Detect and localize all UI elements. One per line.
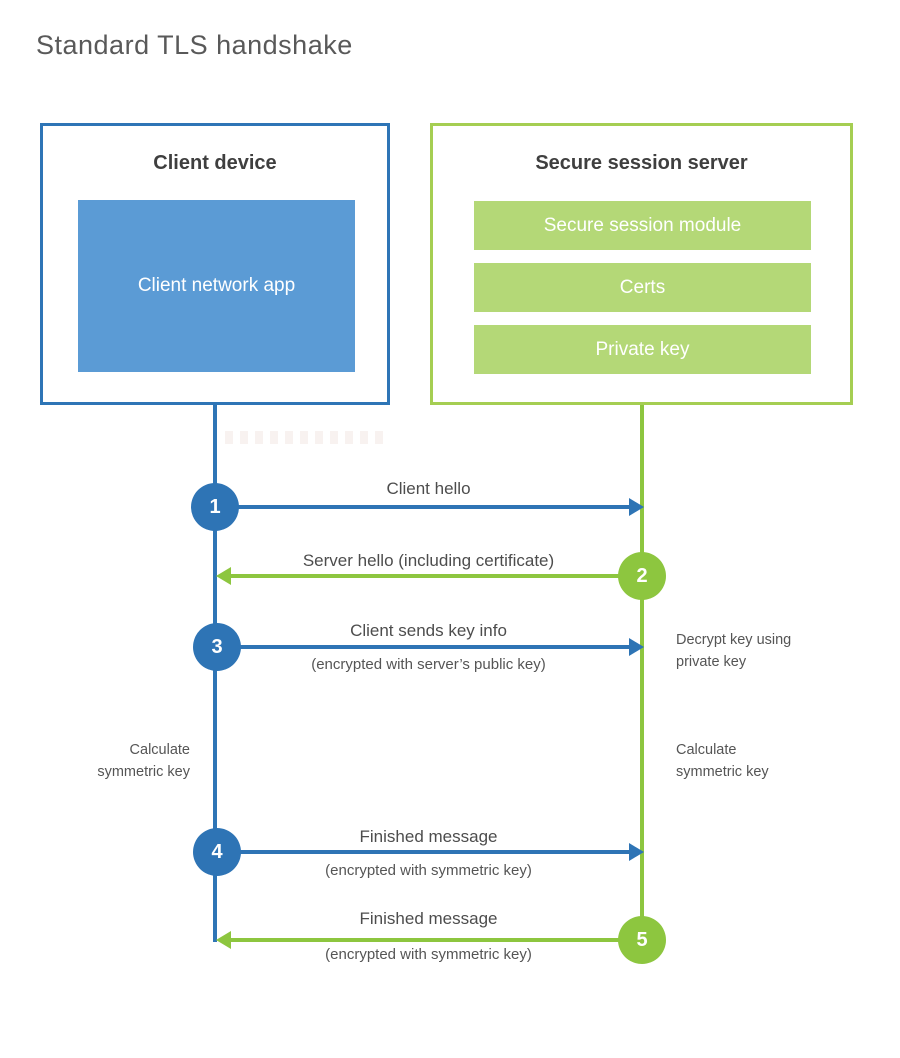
- step-3-label: Client sends key info: [350, 621, 507, 640]
- secure-session-server-box: Secure session server Secure session mod…: [430, 123, 853, 405]
- page-title: Standard TLS handshake: [36, 30, 353, 60]
- client-device-box: Client device Client network app: [40, 123, 390, 405]
- client-network-app-module: Client network app: [78, 200, 355, 372]
- note-client-calculate-symmetric-key: Calculate symmetric key: [97, 742, 190, 780]
- step-5-arrow-shaft: [231, 938, 642, 942]
- step-2-label: Server hello (including certificate): [302, 551, 555, 570]
- step-4-arrowhead-icon: [629, 843, 644, 861]
- client-lifeline: [213, 405, 217, 942]
- step-5-label: Finished message: [359, 909, 498, 928]
- step-2-circle: 2: [618, 552, 666, 600]
- step-3-circle: 3: [193, 623, 241, 671]
- client-device-heading: Client device: [153, 152, 277, 174]
- step-3-sublabel: (encrypted with server’s public key): [311, 656, 546, 673]
- step-4-arrow-shaft: [217, 850, 629, 854]
- step-1-arrow-shaft: [215, 505, 629, 509]
- server-module-secure-session: Secure session module: [474, 201, 811, 250]
- step-2-arrow-shaft: [231, 574, 642, 578]
- step-4-label: Finished message: [359, 827, 498, 846]
- step-5-arrowhead-icon: [216, 931, 231, 949]
- step-5-circle: 5: [618, 916, 666, 964]
- step-4-sublabel: (encrypted with symmetric key): [325, 862, 532, 879]
- secure-session-server-heading: Secure session server: [535, 152, 748, 174]
- step-1-arrowhead-icon: [629, 498, 644, 516]
- step-1-label: Client hello: [386, 479, 471, 498]
- step-2-arrowhead-icon: [216, 567, 231, 585]
- server-module-certs: Certs: [474, 263, 811, 312]
- server-lifeline: [640, 405, 644, 941]
- note-server-calculate-symmetric-key: Calculate symmetric key: [676, 742, 769, 780]
- step-5-sublabel: (encrypted with symmetric key): [325, 946, 532, 963]
- server-module-private-key: Private key: [474, 325, 811, 374]
- step-3-arrowhead-icon: [629, 638, 644, 656]
- faint-dashed-artifact: [225, 431, 388, 444]
- note-decrypt-key: Decrypt key using private key: [676, 632, 792, 670]
- step-4-circle: 4: [193, 828, 241, 876]
- step-1-circle: 1: [191, 483, 239, 531]
- step-3-arrow-shaft: [217, 645, 629, 649]
- client-network-app-label: Client network app: [137, 274, 296, 296]
